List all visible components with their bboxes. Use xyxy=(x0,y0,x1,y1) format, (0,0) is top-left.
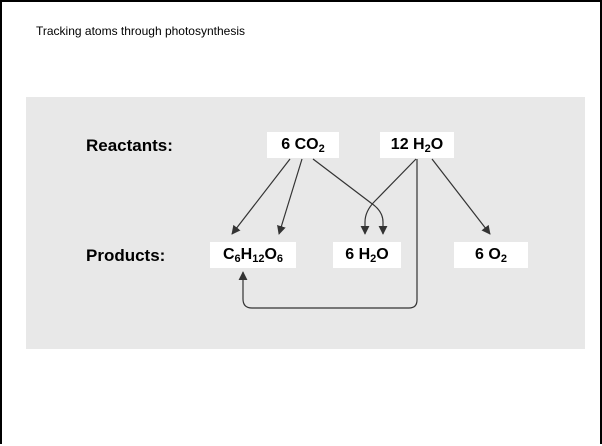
product-water-element-o: O xyxy=(376,246,389,263)
arrow-water-to-glucose-loop xyxy=(238,159,418,309)
oxygen-element: O xyxy=(488,246,501,263)
product-water-subscript: 2 xyxy=(370,253,377,265)
oxygen-coefficient: 6 xyxy=(475,246,484,263)
arrow-co2-to-glucose-2 xyxy=(277,158,303,235)
glucose-subscript-c: 6 xyxy=(234,253,241,265)
arrow-water-to-oxygen xyxy=(431,158,491,235)
co2-element: CO xyxy=(294,136,319,153)
water-coefficient: 12 xyxy=(390,136,409,153)
co2-subscript: 2 xyxy=(318,143,325,155)
oxygen-subscript: 2 xyxy=(500,253,507,265)
water-subscript: 2 xyxy=(424,143,431,155)
arrow-co2-to-water-product xyxy=(312,158,388,235)
products-label: Products: xyxy=(86,246,166,265)
product-oxygen: 6 O2 xyxy=(454,242,528,268)
reactants-label: Reactants: xyxy=(86,136,173,155)
glucose-element-o: O xyxy=(264,246,277,263)
glucose-subscript-o: 6 xyxy=(276,253,284,265)
glucose-subscript-h: 12 xyxy=(252,253,265,265)
arrow-water-to-water-product xyxy=(360,158,417,235)
reactant-water: 12 H2O xyxy=(380,132,454,158)
glucose-element-h: H xyxy=(240,246,253,263)
product-water-coefficient: 6 xyxy=(345,246,355,263)
product-glucose: C6H12O6 xyxy=(210,242,296,268)
water-element-h: H xyxy=(413,136,425,153)
glucose-element-c: C xyxy=(222,246,235,263)
reactant-co2: 6 CO2 xyxy=(267,132,339,158)
product-water: 6 H2O xyxy=(333,242,401,268)
slide-caption: Tracking atoms through photosynthesis xyxy=(36,24,245,38)
water-element-o: O xyxy=(430,136,444,153)
product-water-element-h: H xyxy=(358,246,371,263)
arrow-co2-to-glucose xyxy=(231,158,291,235)
co2-coefficient: 6 xyxy=(281,136,291,153)
